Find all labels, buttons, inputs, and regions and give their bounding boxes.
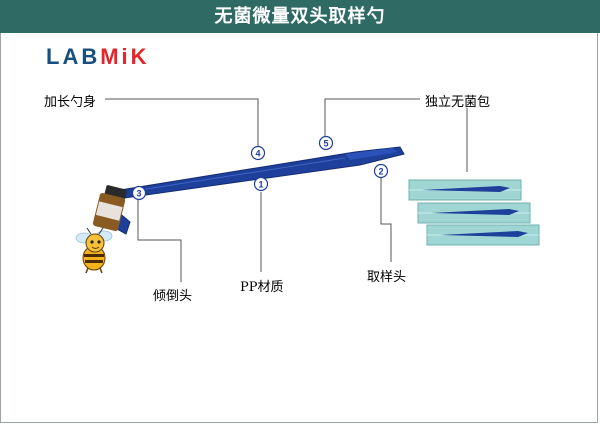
number-markers: 1 2 3 4 5 [131,135,389,201]
brand-logo: LABMiK [46,44,150,72]
sterile-package [417,202,531,224]
sterile-packages [408,179,540,246]
callout-line-body [105,98,259,146]
sterile-package [408,179,522,201]
marker-2: 2 [373,163,389,179]
vial-icon [92,185,127,232]
title-bar: 无菌微量双头取样勺 [0,0,600,33]
marker-1-label: 1 [258,180,263,190]
marker-4: 4 [250,145,266,161]
callout-line-pack [324,98,420,137]
callout-line-tilting [137,200,182,282]
marker-4-label: 4 [255,149,260,159]
label-sampling-head: 取样头 [367,270,407,285]
label-pp-material: PP材质 [240,280,284,295]
callout-line-sampling [380,178,392,262]
page-title: 无菌微量双头取样勺 [214,6,386,27]
bee-mascot-icon [75,227,113,274]
spoon-illustration [107,146,405,235]
callout-lines [105,98,468,282]
marker-1: 1 [253,176,269,192]
label-sterile-pack: 独立无菌包 [425,95,491,110]
marker-2-label: 2 [378,167,383,177]
marker-3-label: 3 [136,189,141,199]
marker-5-label: 5 [323,139,328,149]
label-elongated-body: 加长勺身 [44,95,97,110]
marker-5: 5 [318,135,334,151]
brand-logo-mik: MiK [100,44,150,69]
label-tilting-head: 倾倒头 [153,289,193,304]
brand-logo-lab: LAB [46,44,101,69]
marker-3: 3 [131,185,147,201]
sterile-package [426,224,540,246]
